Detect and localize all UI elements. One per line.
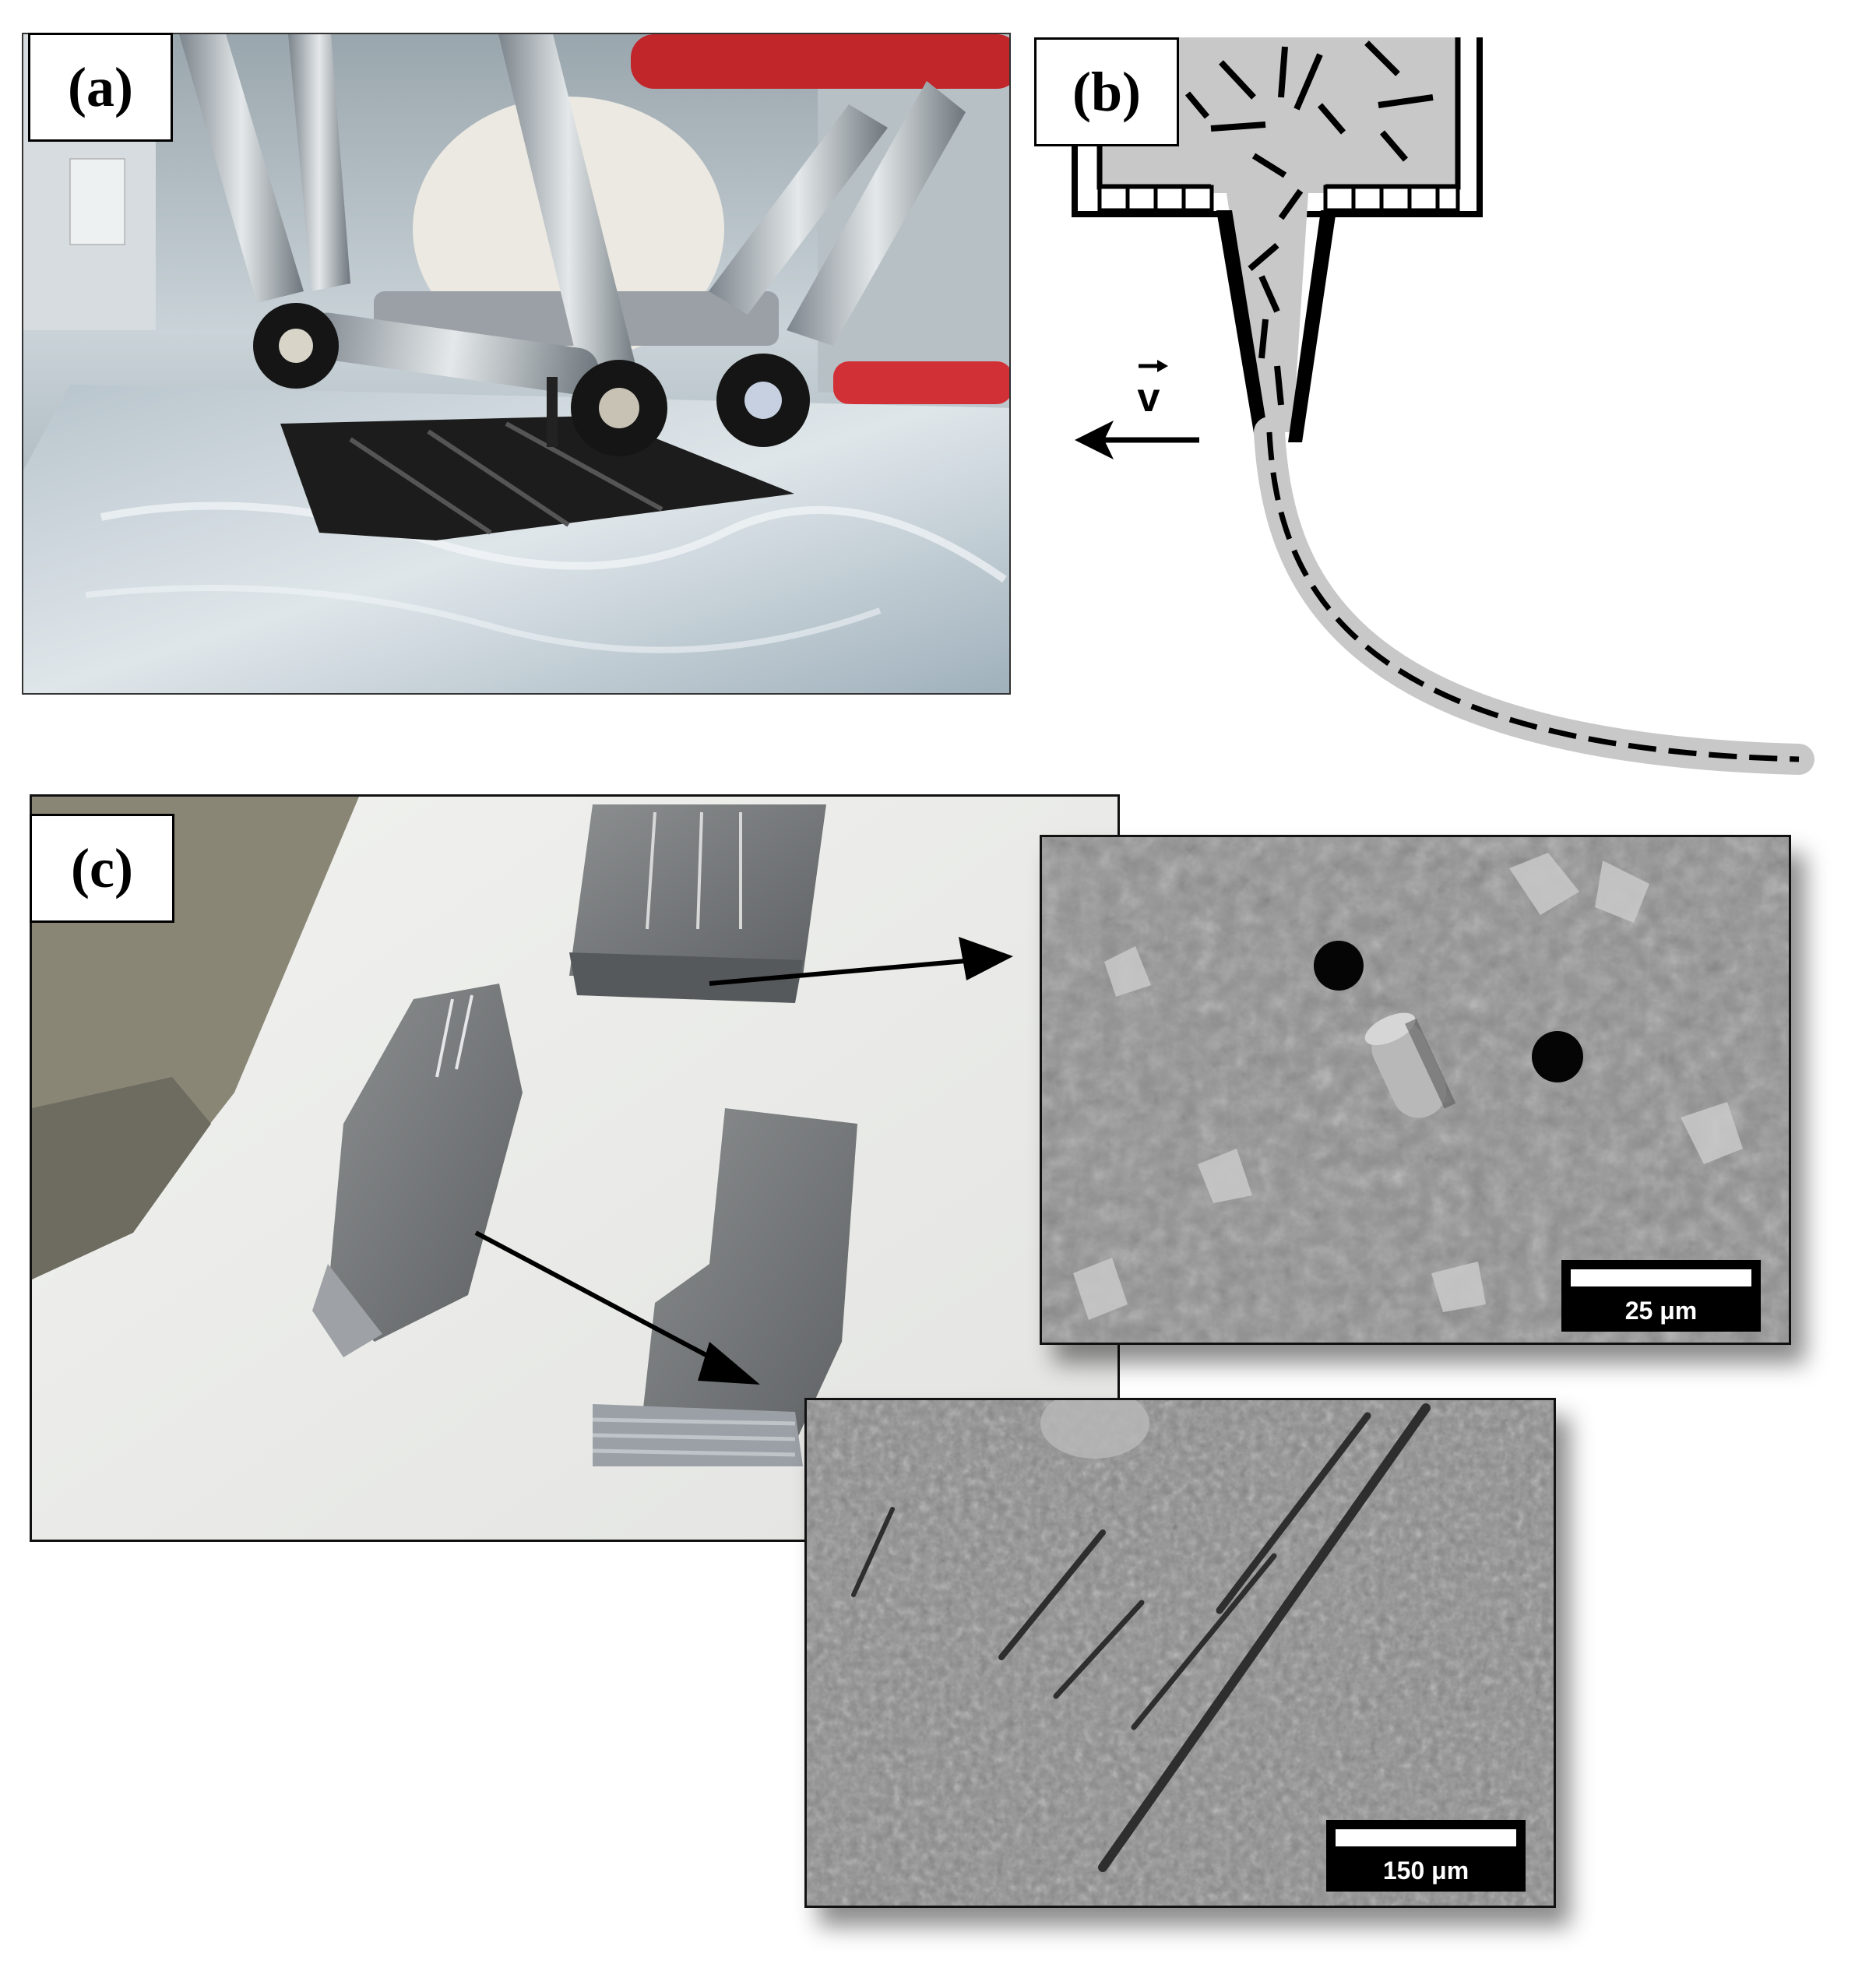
scale-bar-line	[1336, 1829, 1516, 1846]
scale-bar-150um: 150 μm	[1326, 1820, 1526, 1892]
sem-image-25um: 25 μm	[1040, 835, 1791, 1345]
nozzle-diagram: v	[1072, 37, 1814, 775]
scale-bar-label: 25 μm	[1624, 1297, 1698, 1325]
printer-photo	[23, 34, 1009, 693]
scale-bar-25um: 25 μm	[1561, 1260, 1761, 1332]
panel-c-label: (c)	[30, 814, 174, 923]
panel-b-label: (b)	[1034, 37, 1179, 146]
velocity-label: v	[1138, 375, 1160, 421]
scale-bar-line	[1571, 1269, 1751, 1286]
sem-micrograph-top	[1042, 837, 1789, 1343]
scale-bar-label: 150 μm	[1382, 1857, 1469, 1885]
panel-b-nozzle-schematic: v	[1012, 0, 1876, 810]
sem-image-150um: 150 μm	[804, 1398, 1556, 1908]
panel-a-printer-photo	[22, 33, 1011, 695]
panel-a-label: (a)	[28, 33, 173, 142]
